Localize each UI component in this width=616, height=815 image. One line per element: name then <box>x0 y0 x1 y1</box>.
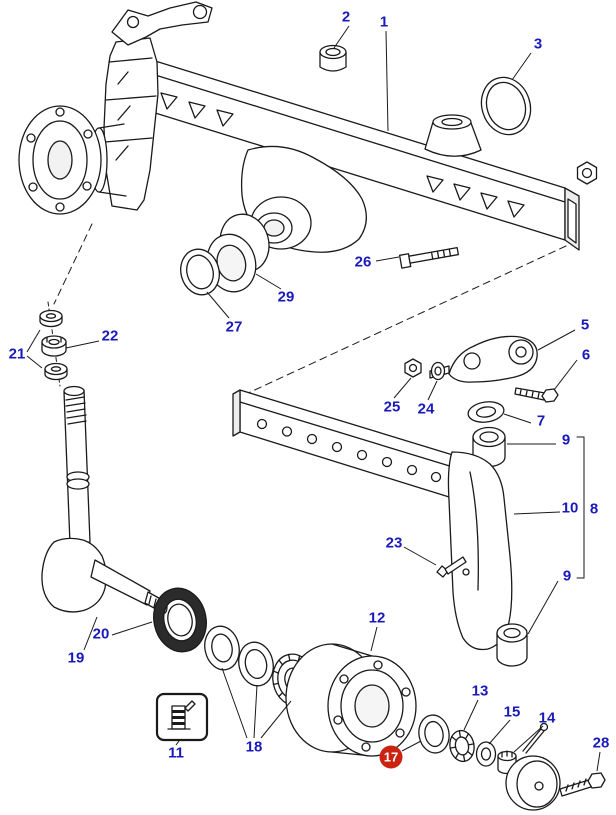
steering-lever-5 <box>429 335 538 383</box>
leader-line <box>370 626 378 652</box>
bolt-6 <box>514 387 559 403</box>
leader-line <box>65 340 100 349</box>
leader-line <box>206 291 230 319</box>
alignment-dashed-lines <box>53 223 567 395</box>
washer-18b <box>238 641 274 687</box>
hub-seal-20 <box>153 587 207 653</box>
knuckle-support <box>447 451 513 651</box>
leader-line <box>401 740 422 752</box>
leader-line <box>427 380 438 401</box>
part-label-23[interactable]: 23 <box>386 535 403 552</box>
leader-line <box>111 621 153 636</box>
tab-washer-17 <box>418 714 450 754</box>
kingpin-housing <box>103 37 159 211</box>
wheel-hub-flange <box>18 105 127 215</box>
highlighted-part-marker[interactable] <box>379 745 403 769</box>
leader-line <box>463 699 479 731</box>
leader-line <box>26 329 41 353</box>
leader-line <box>393 377 412 399</box>
steering-arm <box>111 1 213 46</box>
lubricant-icon-box <box>155 692 209 742</box>
leader-line <box>333 25 350 49</box>
group-bracket-8 <box>576 436 585 579</box>
part-label-19[interactable]: 19 <box>68 650 85 667</box>
part-label-17[interactable]: 17 <box>384 750 398 765</box>
leader-line <box>511 52 532 81</box>
part-label-29[interactable]: 29 <box>278 289 295 306</box>
leader-line <box>537 329 576 351</box>
leader-line <box>596 751 601 772</box>
part-label-9[interactable]: 9 <box>563 568 571 585</box>
leader-line <box>503 413 532 424</box>
part-label-10[interactable]: 10 <box>562 500 579 517</box>
pivot-pin-bushing-2 <box>319 44 347 72</box>
part-label-13[interactable]: 13 <box>472 683 489 700</box>
part-label-27[interactable]: 27 <box>226 319 243 336</box>
seal-ring-3 <box>480 76 532 136</box>
cotter-pin <box>522 722 549 754</box>
leader-line <box>253 684 258 739</box>
leader-line <box>513 511 561 515</box>
part-label-22[interactable]: 22 <box>102 328 119 345</box>
part-label-14[interactable]: 14 <box>539 710 556 727</box>
part-label-15[interactable]: 15 <box>504 704 521 721</box>
leader-line <box>260 700 292 739</box>
part-label-24[interactable]: 24 <box>418 401 435 418</box>
washer-15 <box>475 741 497 767</box>
part-label-5[interactable]: 5 <box>581 317 589 334</box>
steering-knuckle-spindle <box>41 385 168 614</box>
axle-extension-beam <box>232 389 467 502</box>
part-label-25[interactable]: 25 <box>384 399 401 416</box>
washer-18a <box>204 625 240 671</box>
leader-line <box>553 359 578 391</box>
part-label-26[interactable]: 26 <box>355 254 372 271</box>
kingpin-boss <box>424 114 482 157</box>
hub-cap <box>505 755 561 811</box>
leader-line <box>375 256 400 262</box>
part-label-11[interactable]: 11 <box>168 745 184 762</box>
part-label-9[interactable]: 9 <box>562 432 570 449</box>
leader-line <box>255 273 282 290</box>
leader-line <box>26 355 43 369</box>
part-label-2[interactable]: 2 <box>342 9 350 26</box>
part-label-20[interactable]: 20 <box>93 626 110 643</box>
kingpin-shim-stack <box>39 301 68 387</box>
leader-line <box>83 616 98 651</box>
hex-nut-right <box>576 161 598 185</box>
part-label-18[interactable]: 18 <box>246 739 263 756</box>
part-label-3[interactable]: 3 <box>534 36 542 53</box>
leader-lines <box>26 25 601 772</box>
leader-line <box>513 725 544 753</box>
part-label-21[interactable]: 21 <box>9 346 26 363</box>
bolt-28 <box>559 772 606 797</box>
leader-line <box>221 667 248 739</box>
part-label-6[interactable]: 6 <box>582 347 590 364</box>
lock-washer-24 <box>430 361 446 381</box>
bushing-9-lower <box>496 623 528 667</box>
part-label-8[interactable]: 8 <box>590 501 598 518</box>
part-label-28[interactable]: 28 <box>593 735 610 752</box>
leader-line <box>403 546 437 566</box>
bolt-26 <box>398 247 460 269</box>
leader-line <box>488 719 511 745</box>
leader-line <box>527 580 559 635</box>
seal-27 <box>180 248 220 296</box>
hex-nut-25 <box>404 358 422 378</box>
leader-line <box>175 740 180 746</box>
hub-housing-12 <box>285 643 417 757</box>
bolt-23 <box>436 556 467 578</box>
part-label-1[interactable]: 1 <box>380 14 388 31</box>
thrust-washer-7 <box>467 401 505 423</box>
leader-line <box>385 30 389 132</box>
lubricant-icon <box>167 700 196 730</box>
part-label-7[interactable]: 7 <box>537 413 545 430</box>
bearing-13 <box>449 729 475 763</box>
part-label-12[interactable]: 12 <box>369 610 386 627</box>
